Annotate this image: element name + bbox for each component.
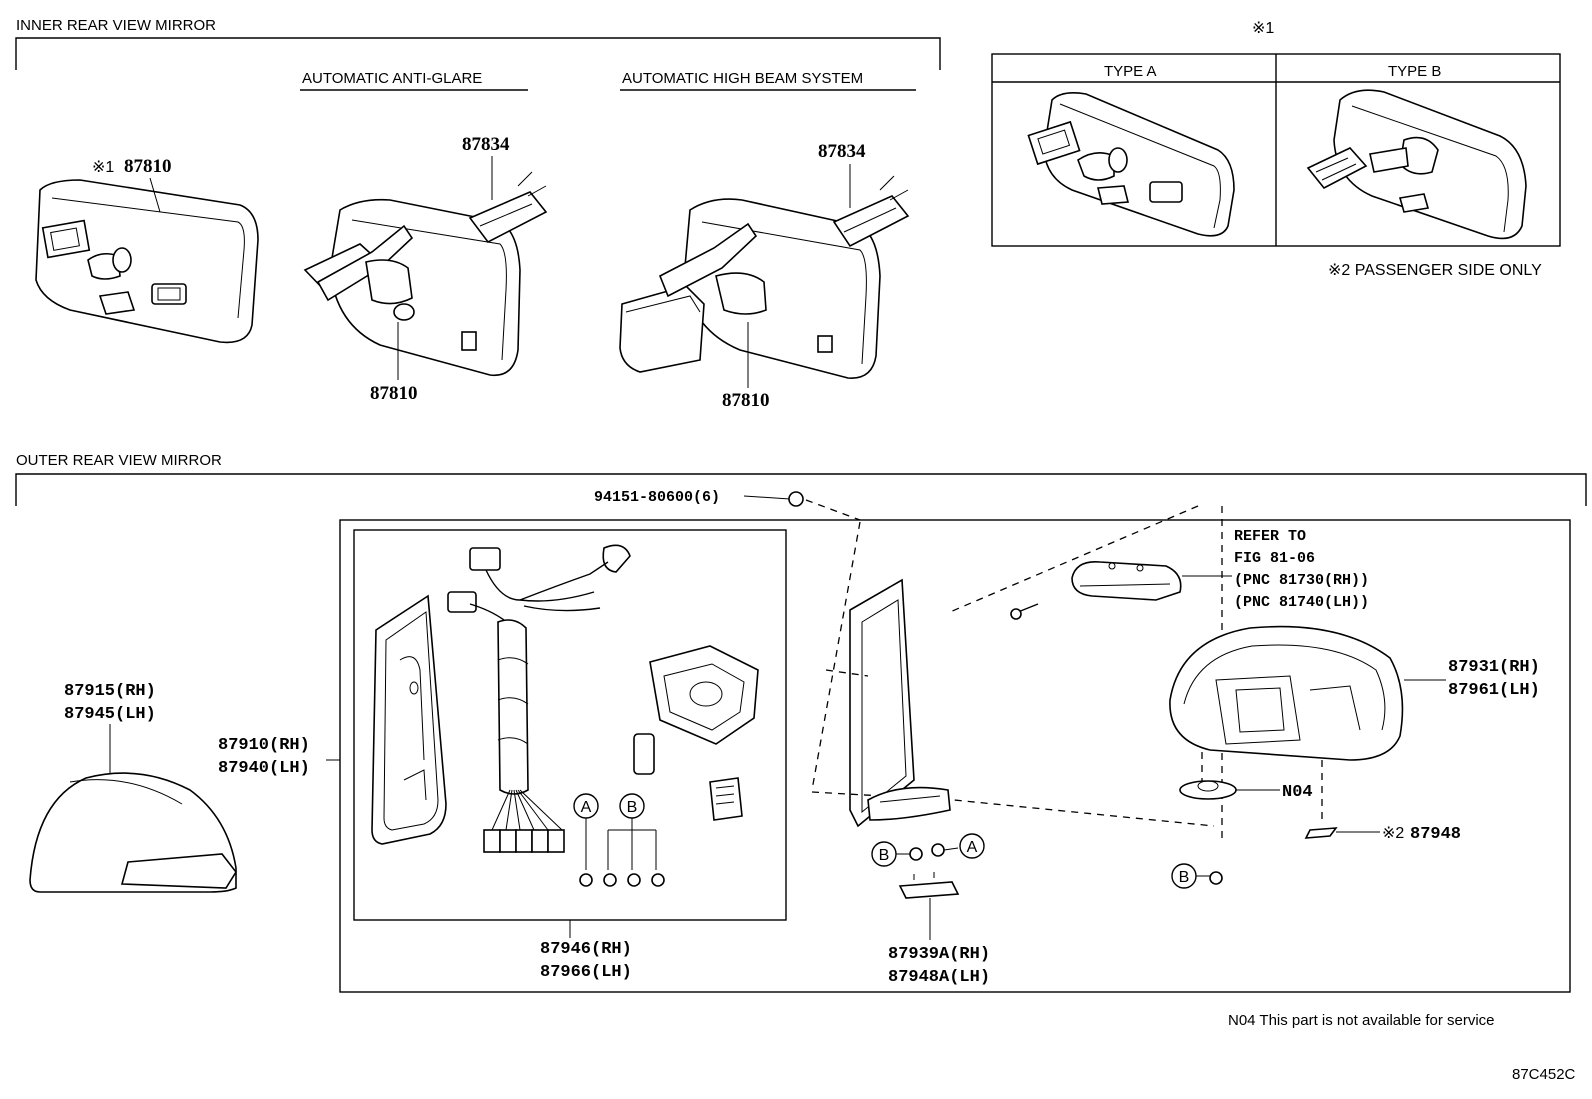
- mirror-back-plate: [371, 594, 447, 845]
- outer-section-title: OUTER REAR VIEW MIRROR: [16, 452, 222, 469]
- mirror-glass: [849, 578, 915, 828]
- kit-circle-b: B: [627, 799, 638, 816]
- refer-line-3: (PNC 81730(RH)): [1234, 572, 1369, 589]
- high-beam-sensor: [832, 175, 910, 248]
- type-b-mirror: [1306, 89, 1527, 240]
- housing-circle-b: B: [1179, 869, 1190, 886]
- small-block: [633, 733, 655, 775]
- part-87948-label: 87948: [1410, 825, 1461, 844]
- anti-glare-part-label: 87810: [370, 383, 418, 404]
- kit-lh-label: 87966(LH): [540, 963, 632, 982]
- housing-rh-label: 87931(RH): [1448, 658, 1540, 677]
- high-beam-sensor-label: 87834: [818, 141, 866, 162]
- kit-rh-label: 87946(RH): [540, 940, 632, 959]
- screw-part-label: 94151-80600(6): [594, 489, 720, 506]
- inner-mirror-basic: [35, 179, 259, 344]
- part-87948: [1304, 827, 1338, 839]
- mirror-cover: [29, 772, 237, 893]
- cover-lh-label: 87945(LH): [64, 705, 156, 724]
- mirror-actuator: [649, 645, 759, 745]
- turn-signal-lamp: [1071, 561, 1182, 601]
- variant-anti-glare-title: AUTOMATIC ANTI-GLARE: [302, 70, 482, 87]
- figure-code: 87C452C: [1512, 1066, 1576, 1083]
- mirror-mount-bracket: [867, 786, 951, 821]
- passenger-side-note: ※2 PASSENGER SIDE ONLY: [1328, 262, 1542, 279]
- bracket-circle-b: B: [879, 847, 890, 864]
- type-b-label: TYPE B: [1388, 63, 1441, 80]
- assy-lh-label: 87940(LH): [218, 759, 310, 778]
- bracket-screw-b: [909, 847, 923, 861]
- refer-line-4: (PNC 81740(LH)): [1234, 594, 1369, 611]
- wire-harness: [447, 544, 631, 853]
- type-table-mark: ※1: [1252, 20, 1274, 37]
- housing-screw-b: [1209, 871, 1223, 885]
- mirror-housing: [1169, 625, 1404, 761]
- variant-high-beam-title: AUTOMATIC HIGH BEAM SYSTEM: [622, 70, 863, 87]
- kit-screws: [579, 873, 665, 887]
- inner-mirror-anti-glare: [303, 198, 521, 380]
- anti-glare-sensor-label: 87834: [462, 134, 510, 155]
- n04-part: [1179, 780, 1237, 800]
- inner-mirror-high-beam: [619, 198, 881, 388]
- anti-glare-sensor: [468, 171, 548, 244]
- inner-main-part-label: 87810: [124, 156, 172, 177]
- assy-rh-label: 87910(RH): [218, 736, 310, 755]
- connector-clip: [709, 777, 743, 821]
- kit-circle-a: A: [581, 799, 592, 816]
- n04-footnote: N04 This part is not available for servi…: [1228, 1012, 1495, 1029]
- part-87948-mark: ※2: [1382, 825, 1404, 842]
- inner-main-mark: ※1: [92, 159, 114, 176]
- type-table: [991, 53, 1561, 247]
- inner-section-bracket: [15, 37, 941, 70]
- cover-rh-label: 87915(RH): [64, 682, 156, 701]
- lamp-screw: [1010, 603, 1039, 620]
- outer-section-bracket: [15, 473, 1587, 506]
- bracket-rh-label: 87939A(RH): [888, 945, 990, 964]
- bracket-lh-label: 87948A(LH): [888, 968, 990, 987]
- refer-line-1: REFER TO: [1234, 528, 1306, 545]
- outer-assembly-frame: [339, 519, 1571, 993]
- screw-nut: [788, 491, 804, 507]
- type-a-mirror: [1027, 92, 1235, 237]
- inner-section-title: INNER REAR VIEW MIRROR: [16, 17, 216, 34]
- high-beam-part-label: 87810: [722, 390, 770, 411]
- housing-lh-label: 87961(LH): [1448, 681, 1540, 700]
- bracket-screw-a: [931, 843, 945, 857]
- type-a-label: TYPE A: [1104, 63, 1157, 80]
- refer-line-2: FIG 81-06: [1234, 550, 1315, 567]
- n04-label: N04: [1282, 783, 1313, 802]
- base-plate: [898, 872, 960, 899]
- bracket-circle-a: A: [967, 839, 978, 856]
